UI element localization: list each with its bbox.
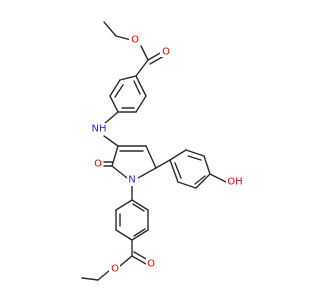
label-background	[90, 123, 109, 135]
ring-inner-double	[132, 203, 145, 212]
bond-ring-nh	[103, 111, 119, 125]
bond-carbonyl-o-double	[133, 251, 149, 261]
molecule-structure: O O NH O N OH O O	[81, 21, 244, 281]
atom-labels: O O NH O N OH O O	[90, 35, 244, 275]
top-ester-group	[103, 21, 165, 77]
bond-ring-aryl	[155, 159, 171, 169]
ring-bond	[195, 173, 211, 189]
ring-bond	[131, 229, 149, 241]
nitrogen-amine-label: NH	[92, 124, 107, 135]
ring-bond	[135, 75, 147, 97]
bond-carbonyl-o	[131, 255, 147, 265]
ring-bond	[119, 75, 137, 81]
ring-bond	[185, 149, 205, 157]
label-background	[129, 35, 140, 46]
ring-bond	[109, 95, 119, 113]
bond-carbonyl-o-top-double	[149, 55, 165, 65]
pyrrolone-ring	[103, 145, 157, 179]
label-background	[109, 264, 120, 275]
bond-nh-pyrrolone	[103, 135, 119, 147]
oxygen-ester-top-carbonyl: O	[162, 47, 170, 58]
hydroxyl-label: OH	[227, 177, 242, 188]
ring-bond	[137, 167, 157, 179]
bond-ethyl-ch2-o-top	[115, 35, 132, 41]
bond-o-ethyl-ch2	[97, 269, 111, 281]
bond-o-carbonyl-top	[140, 45, 149, 61]
oxygen-lactam: O	[94, 159, 102, 170]
ring-bond	[111, 165, 128, 179]
top-benzene-ring	[109, 75, 147, 113]
label-background	[146, 258, 157, 269]
hydroxyphenyl-group	[155, 149, 227, 189]
bond-carbonyl-ring-top	[135, 59, 149, 77]
bond-carbonyl-ether-o	[119, 255, 133, 267]
ring-bond	[111, 145, 119, 167]
bottom-benzene-ring	[115, 185, 149, 241]
oxygen-ester-top-ether: O	[131, 35, 139, 46]
label-background	[92, 158, 103, 169]
bond-ethyl-ch2-ch3	[81, 277, 99, 281]
label-background	[127, 174, 138, 186]
ring-bond	[115, 229, 133, 241]
ring-inner-double	[174, 162, 182, 179]
bond-aryl-oh	[209, 173, 227, 183]
ring-bond	[169, 149, 187, 161]
bottom-ester-group	[81, 239, 149, 281]
ring-bond	[145, 145, 157, 169]
ring-inner-double	[187, 155, 202, 161]
bond-carbonyl-o-top	[147, 51, 163, 61]
ring-bond	[169, 159, 179, 183]
amine-linker	[103, 111, 119, 147]
ring-bond	[115, 199, 133, 211]
molecule-canvas: O O NH O N OH O O	[81, 21, 244, 281]
ring-bond	[177, 181, 197, 189]
nitrogen-ring-label: N	[128, 175, 135, 186]
oxygen-ester-bottom-ether: O	[111, 264, 119, 275]
ring-inner-double	[194, 175, 206, 185]
ring-bond	[131, 199, 149, 211]
ring-bond	[203, 155, 211, 175]
bond-ethyl-ch3-ch2-top	[103, 21, 117, 37]
label-background	[226, 176, 244, 188]
ring-bond	[109, 79, 121, 97]
ring-bond	[135, 95, 147, 113]
oxygen-ester-bottom-carbonyl: O	[147, 259, 155, 270]
label-background	[160, 46, 171, 57]
ring-inner-double	[133, 80, 141, 95]
ring-inner-double	[133, 228, 146, 237]
ring-inner-double	[114, 84, 124, 98]
